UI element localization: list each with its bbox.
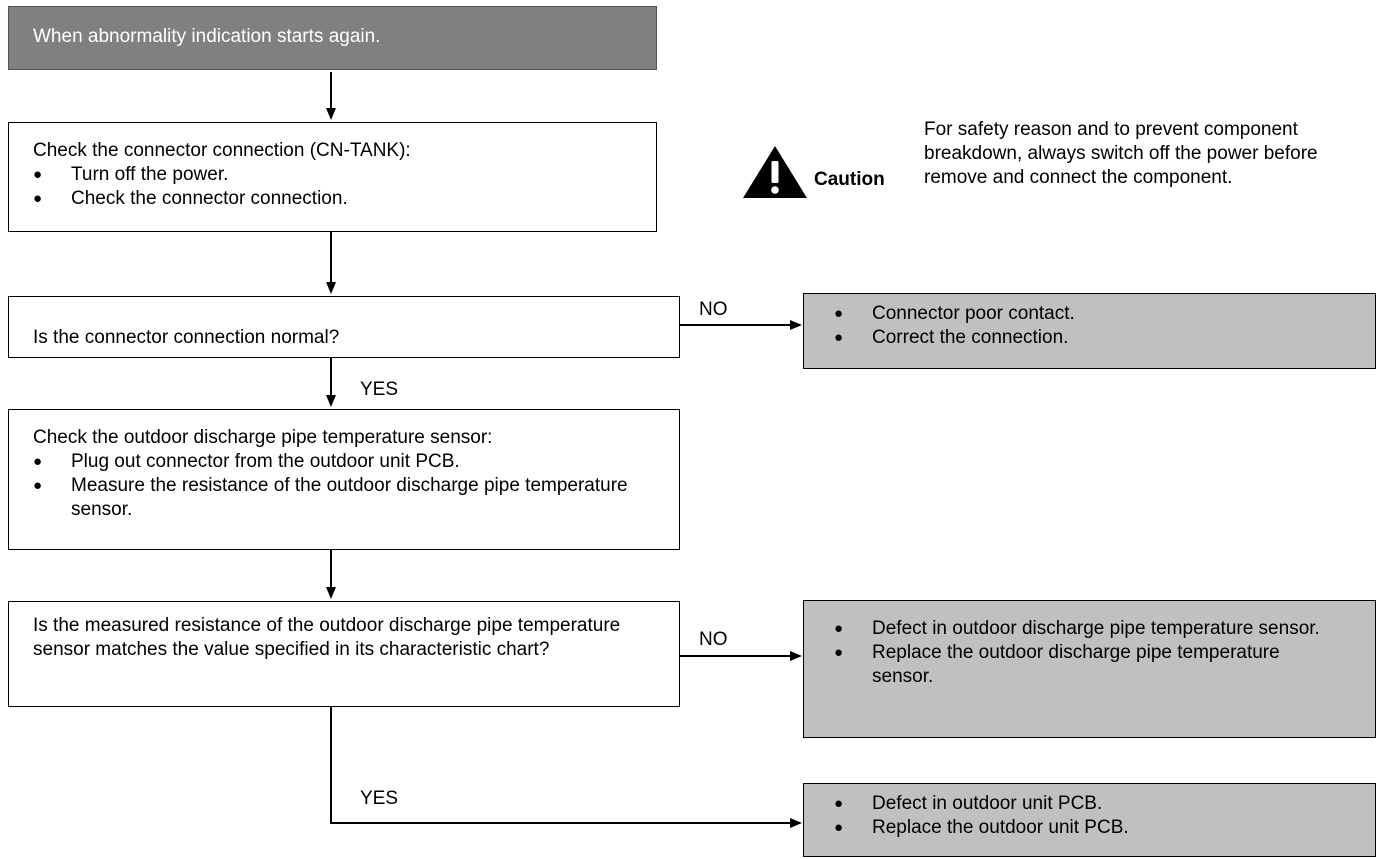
- check-connector-list: Turn off the power. Check the connector …: [33, 163, 632, 211]
- check-sensor-box: Check the outdoor discharge pipe tempera…: [8, 409, 680, 550]
- start-box: When abnormality indication starts again…: [8, 6, 657, 70]
- result-pcb-box: Defect in outdoor unit PCB. Replace the …: [803, 783, 1376, 857]
- list-item: Plug out connector from the outdoor unit…: [33, 450, 655, 474]
- list-item: Defect in outdoor unit PCB.: [834, 792, 1345, 816]
- check-sensor-list: Plug out connector from the outdoor unit…: [33, 450, 655, 522]
- question-resistance-text: Is the measured resistance of the outdoo…: [33, 615, 621, 660]
- list-item: Replace the outdoor discharge pipe tempe…: [834, 641, 1345, 689]
- caution-label: Caution: [814, 169, 885, 190]
- list-item: Measure the resistance of the outdoor di…: [33, 474, 655, 522]
- warning-icon: [743, 146, 807, 198]
- caution-notice: Caution: [742, 145, 902, 198]
- check-sensor-title: Check the outdoor discharge pipe tempera…: [33, 427, 493, 448]
- label-yes: YES: [360, 788, 399, 809]
- label-no: NO: [699, 299, 728, 320]
- result-pcb-list: Defect in outdoor unit PCB. Replace the …: [834, 792, 1345, 840]
- label-no: NO: [699, 629, 728, 650]
- result-sensor-box: Defect in outdoor discharge pipe tempera…: [803, 600, 1376, 738]
- list-item: Connector poor contact.: [834, 302, 1345, 326]
- list-item: Defect in outdoor discharge pipe tempera…: [834, 617, 1345, 641]
- check-connector-title: Check the connector connection (CN-TANK)…: [33, 140, 411, 161]
- question-connector-text: Is the connector connection normal?: [33, 327, 340, 348]
- result-connector-box: Connector poor contact. Correct the conn…: [803, 293, 1376, 369]
- question-connector-box: Is the connector connection normal?: [8, 296, 680, 358]
- label-yes: YES: [360, 379, 399, 400]
- result-connector-list: Connector poor contact. Correct the conn…: [834, 302, 1345, 350]
- question-resistance-box: Is the measured resistance of the outdoo…: [8, 601, 680, 707]
- list-item: Turn off the power.: [33, 163, 632, 187]
- result-sensor-list: Defect in outdoor discharge pipe tempera…: [834, 617, 1345, 689]
- check-connector-box: Check the connector connection (CN-TANK)…: [8, 122, 657, 232]
- list-item: Replace the outdoor unit PCB.: [834, 816, 1345, 840]
- start-box-text: When abnormality indication starts again…: [33, 26, 381, 47]
- list-item: Check the connector connection.: [33, 187, 632, 211]
- list-item: Correct the connection.: [834, 326, 1345, 350]
- caution-text: For safety reason and to prevent compone…: [924, 119, 1318, 188]
- arrow-resistance-yes: [330, 707, 802, 828]
